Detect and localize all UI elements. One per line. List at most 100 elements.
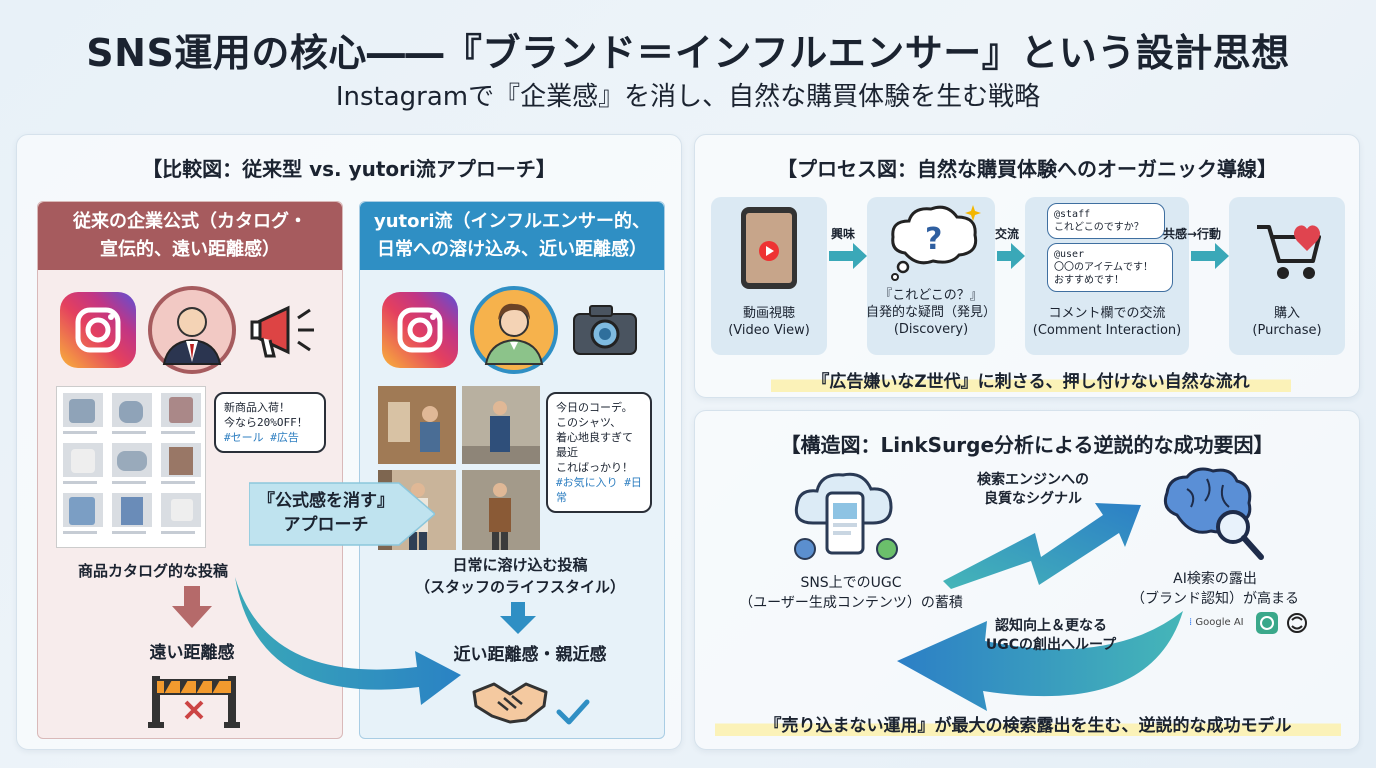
process-arrow-2: [997, 243, 1025, 269]
ai-search-label-line1: AI検索の露出: [1173, 571, 1257, 587]
step2-label-line1: 『これどこの？』: [879, 288, 983, 303]
signal-label-line1: 検索エンジンへの: [977, 472, 1089, 488]
businessman-icon: [148, 286, 236, 374]
yutori-column: yutori流（インフルエンサー的、 日常への溶け込み、近い距離感） 今日のコー…: [359, 201, 665, 739]
instagram-icon: [60, 292, 136, 368]
step-video-view[interactable]: 動画視聴 (Video View): [711, 197, 827, 355]
yutori-bubble-line3: 着心地良すぎて最近: [556, 431, 633, 459]
handshake-icon: [470, 672, 550, 728]
ugc-label-line2: （ユーザー生成コンテンツ）の蓄積: [739, 595, 963, 611]
comparison-title: 【比較図：従来型 vs. yutori流アプローチ】: [142, 157, 556, 181]
signal-label-line2: 良質なシグナル: [984, 491, 1082, 507]
step-purchase[interactable]: 購入 (Purchase): [1229, 197, 1345, 355]
process-title: 【プロセス図：自然な購買体験へのオーガニック導線】: [777, 157, 1277, 181]
traditional-column: 従来の企業公式（カタログ・ 宣伝的、遠い距離感）: [37, 201, 343, 739]
traditional-caption: 商品カタログ的な投稿: [77, 562, 228, 580]
yutori-caption: 日常に溶け込む投稿 （スタッフのライフスタイル）: [400, 554, 640, 598]
step2-label-line3: (Discovery): [893, 322, 969, 337]
traditional-heading-line1: 従来の企業公式（カタログ・: [73, 211, 307, 232]
yutori-heading-line1: yutori流（インフルエンサー的、: [373, 211, 651, 232]
checkmark-icon: [556, 698, 590, 726]
loop-arrow: [897, 611, 1183, 711]
comment-bubble-user: @user 〇〇のアイテムです！ おすすめです！: [1047, 243, 1173, 292]
step-comment[interactable]: @staff これどこのですか？ @user 〇〇のアイテムです！ おすすめです…: [1025, 197, 1189, 355]
ai-search-label: AI検索の露出 （ブランド認知）が高まる: [1115, 569, 1315, 609]
svg-text:?: ?: [925, 222, 942, 257]
transition-sweep-arrow: [235, 577, 461, 705]
step4-label-line2: (Purchase): [1252, 323, 1322, 338]
bridge-label-line1: 『公式感を消す』: [258, 491, 394, 511]
traditional-bubble-line1: 新商品入荷！: [224, 401, 290, 414]
traditional-bubble-line2: 今なら20%OFF！: [224, 416, 308, 429]
step3-label-line1: コメント欄での交流: [1048, 306, 1166, 321]
comment-bubble-staff: @staff これどこのですか？: [1047, 203, 1165, 239]
process-arrow-3-label: 共感→行動: [1163, 227, 1222, 241]
process-footer: 『広告嫌いなZ世代』に刺さる、押し付けない自然な流れ: [771, 367, 1291, 392]
barrier-icon: [144, 668, 244, 730]
step1-label: 動画視聴 (Video View): [711, 305, 827, 339]
megaphone-icon: [248, 298, 324, 364]
traditional-heading: 従来の企業公式（カタログ・ 宣伝的、遠い距離感）: [38, 202, 342, 270]
down-arrow-icon: [500, 602, 536, 634]
page-subtitle: Instagramで『企業感』を消し、自然な購買体験を生む戦略: [335, 82, 1041, 112]
structure-title: 【構造図：LinkSurge分析による逆説的な成功要因】: [780, 433, 1274, 457]
cloud-phone-icon: [794, 472, 898, 560]
traditional-bubble-tags: #セール #広告: [224, 431, 299, 444]
signal-arrow: [943, 503, 1141, 589]
process-arrow-2-label: 交流: [995, 227, 1020, 241]
comment2-line1: 〇〇のアイテムです！: [1054, 262, 1153, 273]
bridge-label: 『公式感を消す』 アプローチ: [251, 489, 401, 537]
comparison-panel: 【比較図：従来型 vs. yutori流アプローチ】 従来の企業公式（カタログ・…: [16, 134, 682, 750]
process-arrow-1: [829, 243, 867, 269]
yutori-bubble-line2: このシャツ、: [556, 416, 622, 429]
comment2-line2: おすすめです！: [1054, 275, 1124, 286]
down-arrow-icon: [172, 586, 212, 628]
step4-label: 購入 (Purchase): [1229, 305, 1345, 339]
step2-label-line2: 自発的な疑問（発見）: [865, 305, 996, 320]
step3-label-line2: (Comment Interaction): [1032, 323, 1182, 338]
ugc-label-line1: SNS上でのUGC: [800, 575, 902, 591]
step-discovery[interactable]: ? 『これどこの？』 自発的な疑問（発見） (Discovery): [866, 197, 996, 355]
yutori-caption-line1: 日常に溶け込む投稿: [452, 556, 588, 574]
page-title: SNS運用の核心――『ブランド＝インフルエンサー』という設計思想: [86, 31, 1290, 75]
process-arrow-1-label: 興味: [831, 227, 856, 241]
signal-label: 検索エンジンへの 良質なシグナル: [963, 471, 1103, 509]
loop-label-line2: UGCの創出へループ: [985, 637, 1117, 653]
traditional-post-bubble: 新商品入荷！ 今なら20%OFF！ #セール #広告: [214, 392, 326, 453]
yutori-bubble-tags: #お気に入り #日常: [556, 476, 642, 504]
camera-icon: [570, 302, 640, 358]
loop-label-line1: 認知向上＆更なる: [995, 618, 1107, 634]
instagram-icon: [382, 292, 458, 368]
product-catalog-grid: [56, 386, 206, 548]
yutori-bubble-line1: 今日のコーデ。: [556, 401, 633, 414]
comment1-user: @staff: [1054, 209, 1091, 220]
brain-search-icon: [1163, 467, 1264, 560]
question-bubble-icon: ?: [891, 205, 981, 281]
openai-icon: [1287, 613, 1307, 633]
traditional-heading-line2: 宣伝的、遠い距離感）: [100, 239, 280, 260]
bridge-arrow: [248, 477, 437, 551]
structure-panel: 【構造図：LinkSurge分析による逆説的な成功要因】 SNS上でのUGC （…: [694, 410, 1360, 750]
ugc-label: SNS上でのUGC （ユーザー生成コンテンツ）の蓄積: [731, 573, 971, 613]
phone-video-icon: [741, 207, 797, 289]
step1-label-line2: (Video View): [728, 323, 810, 338]
yutori-result: 近い距離感・親近感: [453, 645, 607, 665]
step2-label: 『これどこの？』 自発的な疑問（発見） (Discovery): [857, 287, 1005, 338]
yutori-bubble-line4: こればっかり！: [556, 461, 633, 474]
structure-footer: 『売り込まない運用』が最大の検索露出を生む、逆説的な成功モデル: [715, 711, 1341, 736]
bridge-label-line2: アプローチ: [283, 515, 369, 535]
google-ai-logo: ⁞ Google AI: [1189, 617, 1244, 628]
yutori-post-bubble: 今日のコーデ。 このシャツ、 着心地良すぎて最近 こればっかり！ #お気に入り …: [546, 392, 652, 513]
ai-search-label-line2: （ブランド認知）が高まる: [1131, 591, 1299, 607]
traditional-result: 遠い距離感: [149, 643, 235, 663]
step4-label-line1: 購入: [1273, 306, 1300, 321]
process-panel: 【プロセス図：自然な購買体験へのオーガニック導線】 動画視聴 (Video Vi…: [694, 134, 1360, 398]
yutori-heading: yutori流（インフルエンサー的、 日常への溶け込み、近い距離感）: [360, 202, 664, 270]
casual-person-icon: [470, 286, 558, 374]
step3-label: コメント欄での交流 (Comment Interaction): [1019, 305, 1195, 339]
step1-label-line1: 動画視聴: [742, 306, 795, 321]
ai-assistant-icon: [1256, 612, 1278, 634]
process-arrow-3: [1191, 243, 1229, 269]
yutori-heading-line2: 日常への溶け込み、近い距離感）: [377, 239, 647, 260]
google-ai-dots-icon: ⁞: [1189, 617, 1193, 628]
